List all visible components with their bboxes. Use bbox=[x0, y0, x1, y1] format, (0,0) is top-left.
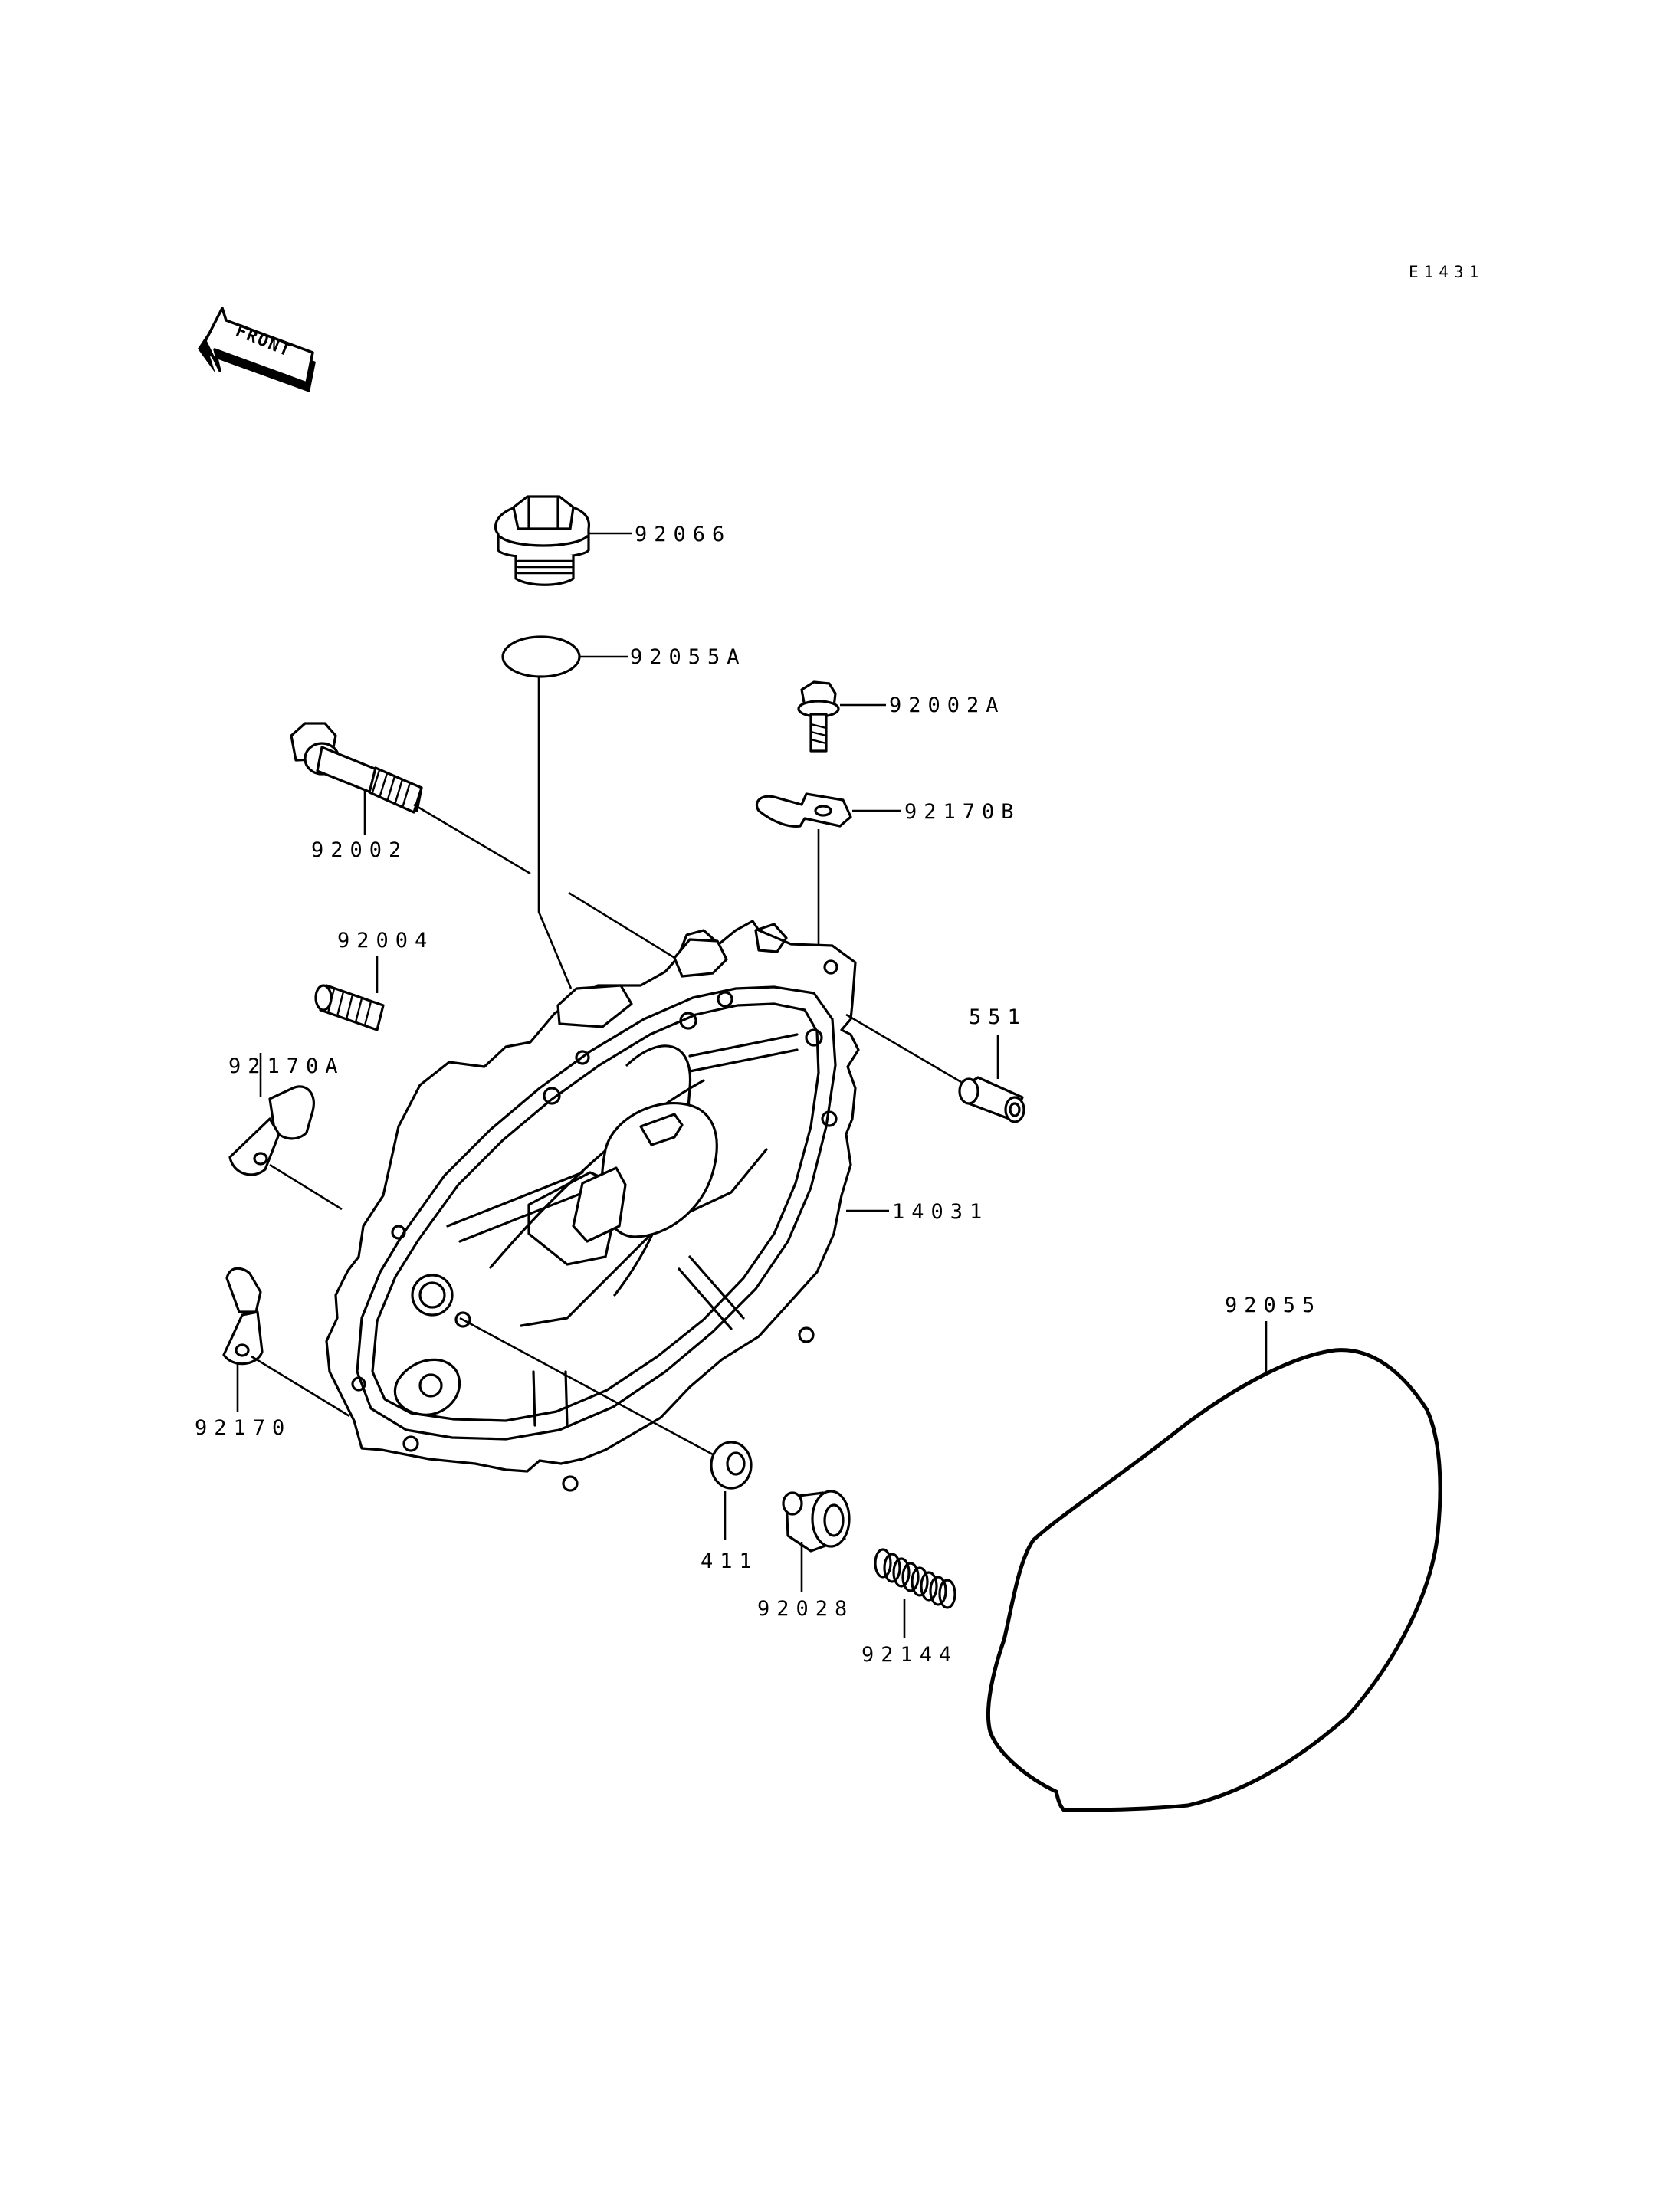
label-92002A: 92002A bbox=[889, 694, 1006, 717]
label-92028: 92028 bbox=[757, 1597, 854, 1621]
label-92066: 92066 bbox=[635, 523, 731, 546]
clamp-icon bbox=[222, 1267, 264, 1366]
label-92004: 92004 bbox=[337, 929, 434, 953]
label-551: 551 bbox=[969, 1005, 1027, 1029]
clamp-b-icon bbox=[755, 792, 852, 828]
label-92055: 92055 bbox=[1225, 1294, 1321, 1317]
label-92055A: 92055A bbox=[630, 645, 746, 669]
diagram-code: E1431 bbox=[1409, 263, 1484, 281]
label-92144: 92144 bbox=[861, 1643, 958, 1667]
stud-icon bbox=[314, 984, 385, 1031]
label-92170B: 92170B bbox=[904, 800, 1021, 824]
small-bolt-icon bbox=[797, 680, 840, 753]
dowel-pin-icon bbox=[958, 1076, 1025, 1123]
label-411: 411 bbox=[701, 1549, 759, 1573]
label-92170: 92170 bbox=[195, 1416, 291, 1440]
gasket-icon bbox=[986, 1348, 1442, 1812]
long-bolt-icon bbox=[290, 722, 423, 814]
collar-icon bbox=[782, 1490, 851, 1553]
label-92170A: 92170A bbox=[228, 1054, 345, 1078]
label-14031: 14031 bbox=[892, 1200, 989, 1224]
engine-cover-icon bbox=[325, 920, 860, 1492]
filler-cap-icon bbox=[494, 495, 590, 586]
front-arrow-icon: FRONT bbox=[198, 307, 316, 392]
label-92002: 92002 bbox=[311, 838, 408, 862]
o-ring-small-icon bbox=[501, 635, 581, 678]
clamp-a-icon bbox=[228, 1085, 315, 1176]
spring-icon bbox=[874, 1548, 956, 1609]
